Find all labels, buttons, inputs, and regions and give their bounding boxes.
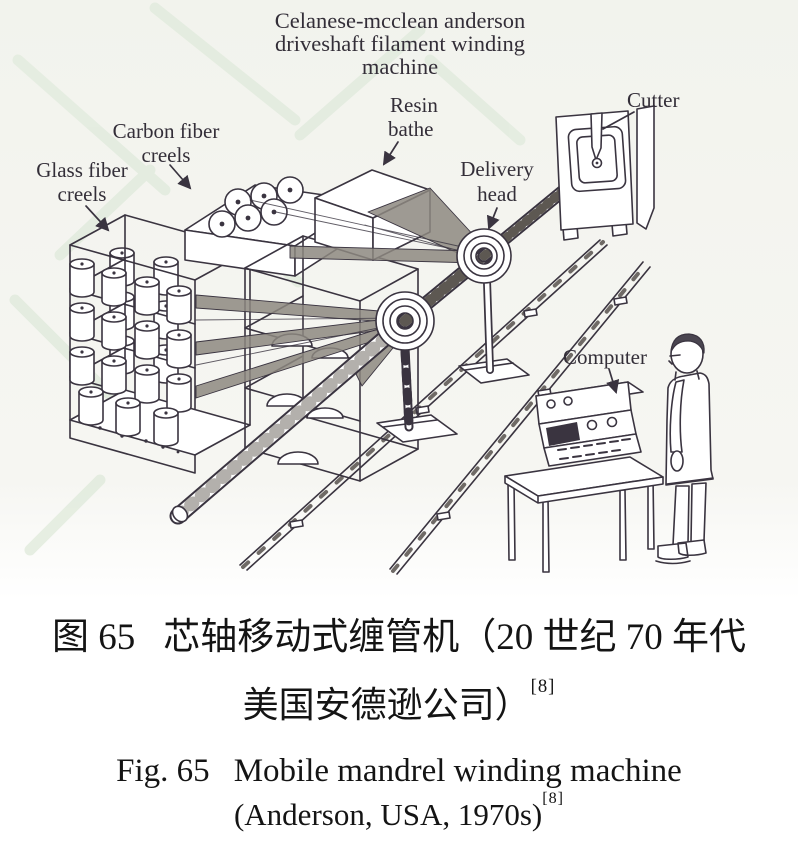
resin-bathe-arrow (382, 141, 399, 166)
floor-rails (239, 239, 651, 575)
rail-left (239, 239, 608, 571)
delivery-label-l2: head (477, 182, 517, 206)
machine-title-line2: driveshaft filament winding (275, 31, 525, 56)
delivery-head-arrow (486, 207, 500, 230)
person-shoes (657, 539, 707, 561)
glass-creels-label-l2: creels (58, 182, 107, 206)
label-resin-bathe: Resin bathe (388, 93, 438, 141)
fiber-bands (195, 187, 490, 399)
carbon-creels-label-l2: creels (142, 143, 191, 167)
caption-zh-fig-no: 图 65 (52, 617, 136, 658)
delivery-head-stand-2 (458, 277, 530, 384)
person-arm (669, 379, 685, 453)
mandrel-tube (169, 312, 414, 525)
caption-en-text2: (Anderson, USA, 1970s) (233, 797, 543, 832)
operator-person (655, 333, 714, 565)
caption-en-ref: [8] (542, 790, 565, 808)
label-glass-creels: Glass fiber creels (36, 158, 128, 206)
fiber-lines (195, 199, 479, 366)
caption-zh-line1: 图 65 芯轴移动式缠管机（20 世纪 70 年代 (0, 606, 798, 660)
cutter-blade (590, 112, 603, 161)
caption-zh-ref: [8] (530, 675, 556, 697)
caption-en-line1: Fig. 65 Mobile mandrel winding machine (0, 753, 798, 790)
delivery-label-l1: Delivery (460, 157, 534, 181)
machine-diagram: Celanese-mcclean anderson driveshaft fil… (0, 0, 798, 600)
label-carbon-creels: Carbon fiber creels (113, 119, 220, 167)
caption-en-text: Mobile mandrel winding machine (233, 753, 682, 789)
leader-arrows (85, 111, 635, 394)
resin-label-l2: bathe (388, 117, 433, 141)
computer-arrow (606, 368, 620, 394)
machine-title-line3: machine (362, 54, 438, 79)
delivery-head-stand-1 (376, 343, 458, 443)
caption-zh-line2: 美国安德逊公司）[8] (0, 676, 798, 728)
label-delivery-head: Delivery head (460, 157, 534, 206)
person-hair (670, 333, 705, 354)
carbon-creels-arrow (169, 164, 192, 190)
machine-title-line1: Celanese-mcclean anderson (275, 8, 526, 33)
delivery-head-ring-1 (375, 291, 435, 351)
resin-label-l1: Resin (390, 93, 438, 117)
cutter-unit (555, 105, 655, 241)
caption-en-line2: (Anderson, USA, 1970s)[8] (0, 790, 798, 833)
caption-zh-text2: 美国安德逊公司） (242, 685, 531, 725)
delivery-head-ring-2 (456, 228, 512, 284)
label-cutter: Cutter (627, 88, 680, 112)
caption-en-fig-no: Fig. 65 (116, 753, 210, 789)
cutter-leader-line (602, 111, 635, 130)
carbon-creels-label-l1: Carbon fiber (113, 119, 220, 143)
caption-zh-text: 芯轴移动式缠管机（20 世纪 70 年代 (163, 617, 746, 658)
computer-console (504, 381, 664, 573)
glass-creels-label-l1: Glass fiber (36, 158, 128, 182)
glass-creels-arrow (85, 205, 110, 232)
machine-title: Celanese-mcclean anderson driveshaft fil… (275, 8, 526, 79)
label-computer: Computer (563, 345, 647, 369)
